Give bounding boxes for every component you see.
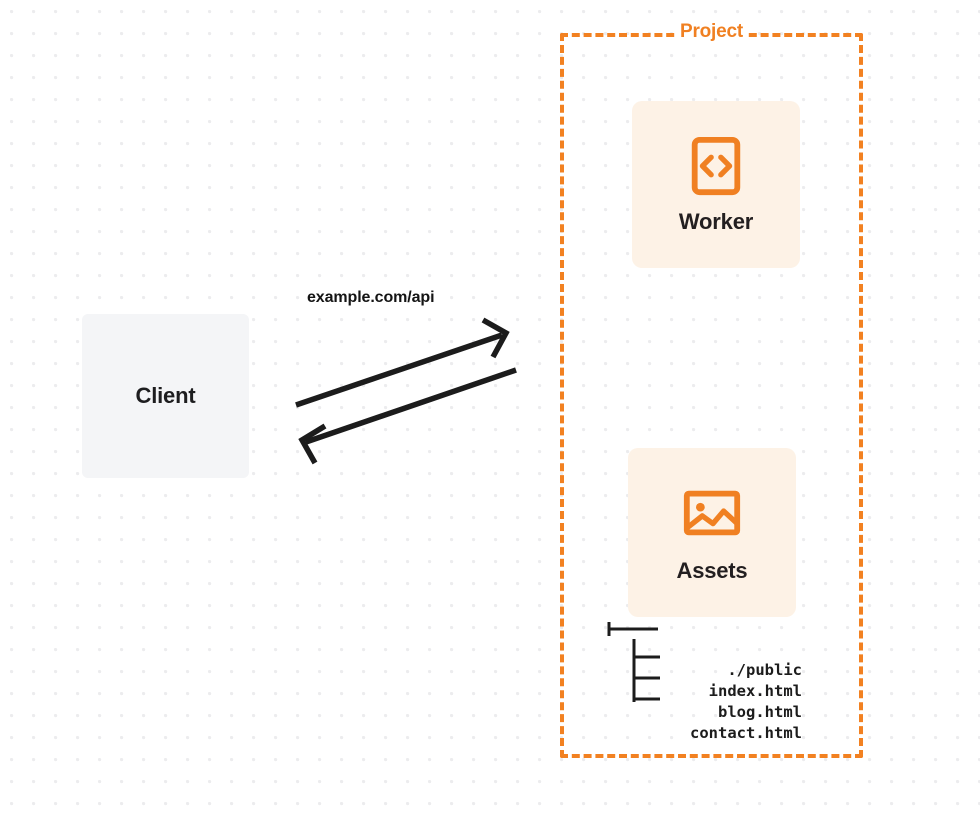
- worker-card-label: Worker: [678, 208, 754, 234]
- client-node: Client: [82, 314, 249, 478]
- assets-card[interactable]: Assets: [628, 448, 796, 617]
- file-tree-label: index.html: [708, 682, 802, 700]
- tree-branch-icon: [632, 639, 660, 660]
- file-tree-label: ./public: [727, 661, 802, 679]
- client-label: Client: [135, 383, 196, 408]
- tree-branch-icon: [632, 660, 660, 681]
- connection-label: example.com/api: [307, 289, 435, 306]
- worker-card[interactable]: Worker: [632, 101, 800, 268]
- assets-card-label: Assets: [676, 557, 748, 583]
- file-tree-row: blog.html: [606, 660, 806, 721]
- file-tree-row: contact.html: [606, 681, 806, 742]
- assets-file-tree: ./public index.html blog.html contact.ht…: [606, 618, 806, 742]
- response-arrow: [298, 367, 517, 465]
- file-tree-row: ./public: [606, 618, 806, 679]
- tree-branch-icon: [632, 681, 660, 702]
- connection-arrows: [295, 317, 517, 465]
- file-tree-row: index.html: [606, 639, 806, 700]
- file-tree-label: blog.html: [718, 703, 802, 721]
- project-title: Project: [560, 21, 863, 43]
- code-brackets-icon: [691, 136, 741, 195]
- project-title-text: Project: [674, 21, 748, 42]
- tree-branch-icon: [607, 622, 658, 636]
- image-icon: [683, 490, 741, 535]
- request-arrow: [295, 317, 510, 408]
- file-tree-label: contact.html: [690, 724, 802, 742]
